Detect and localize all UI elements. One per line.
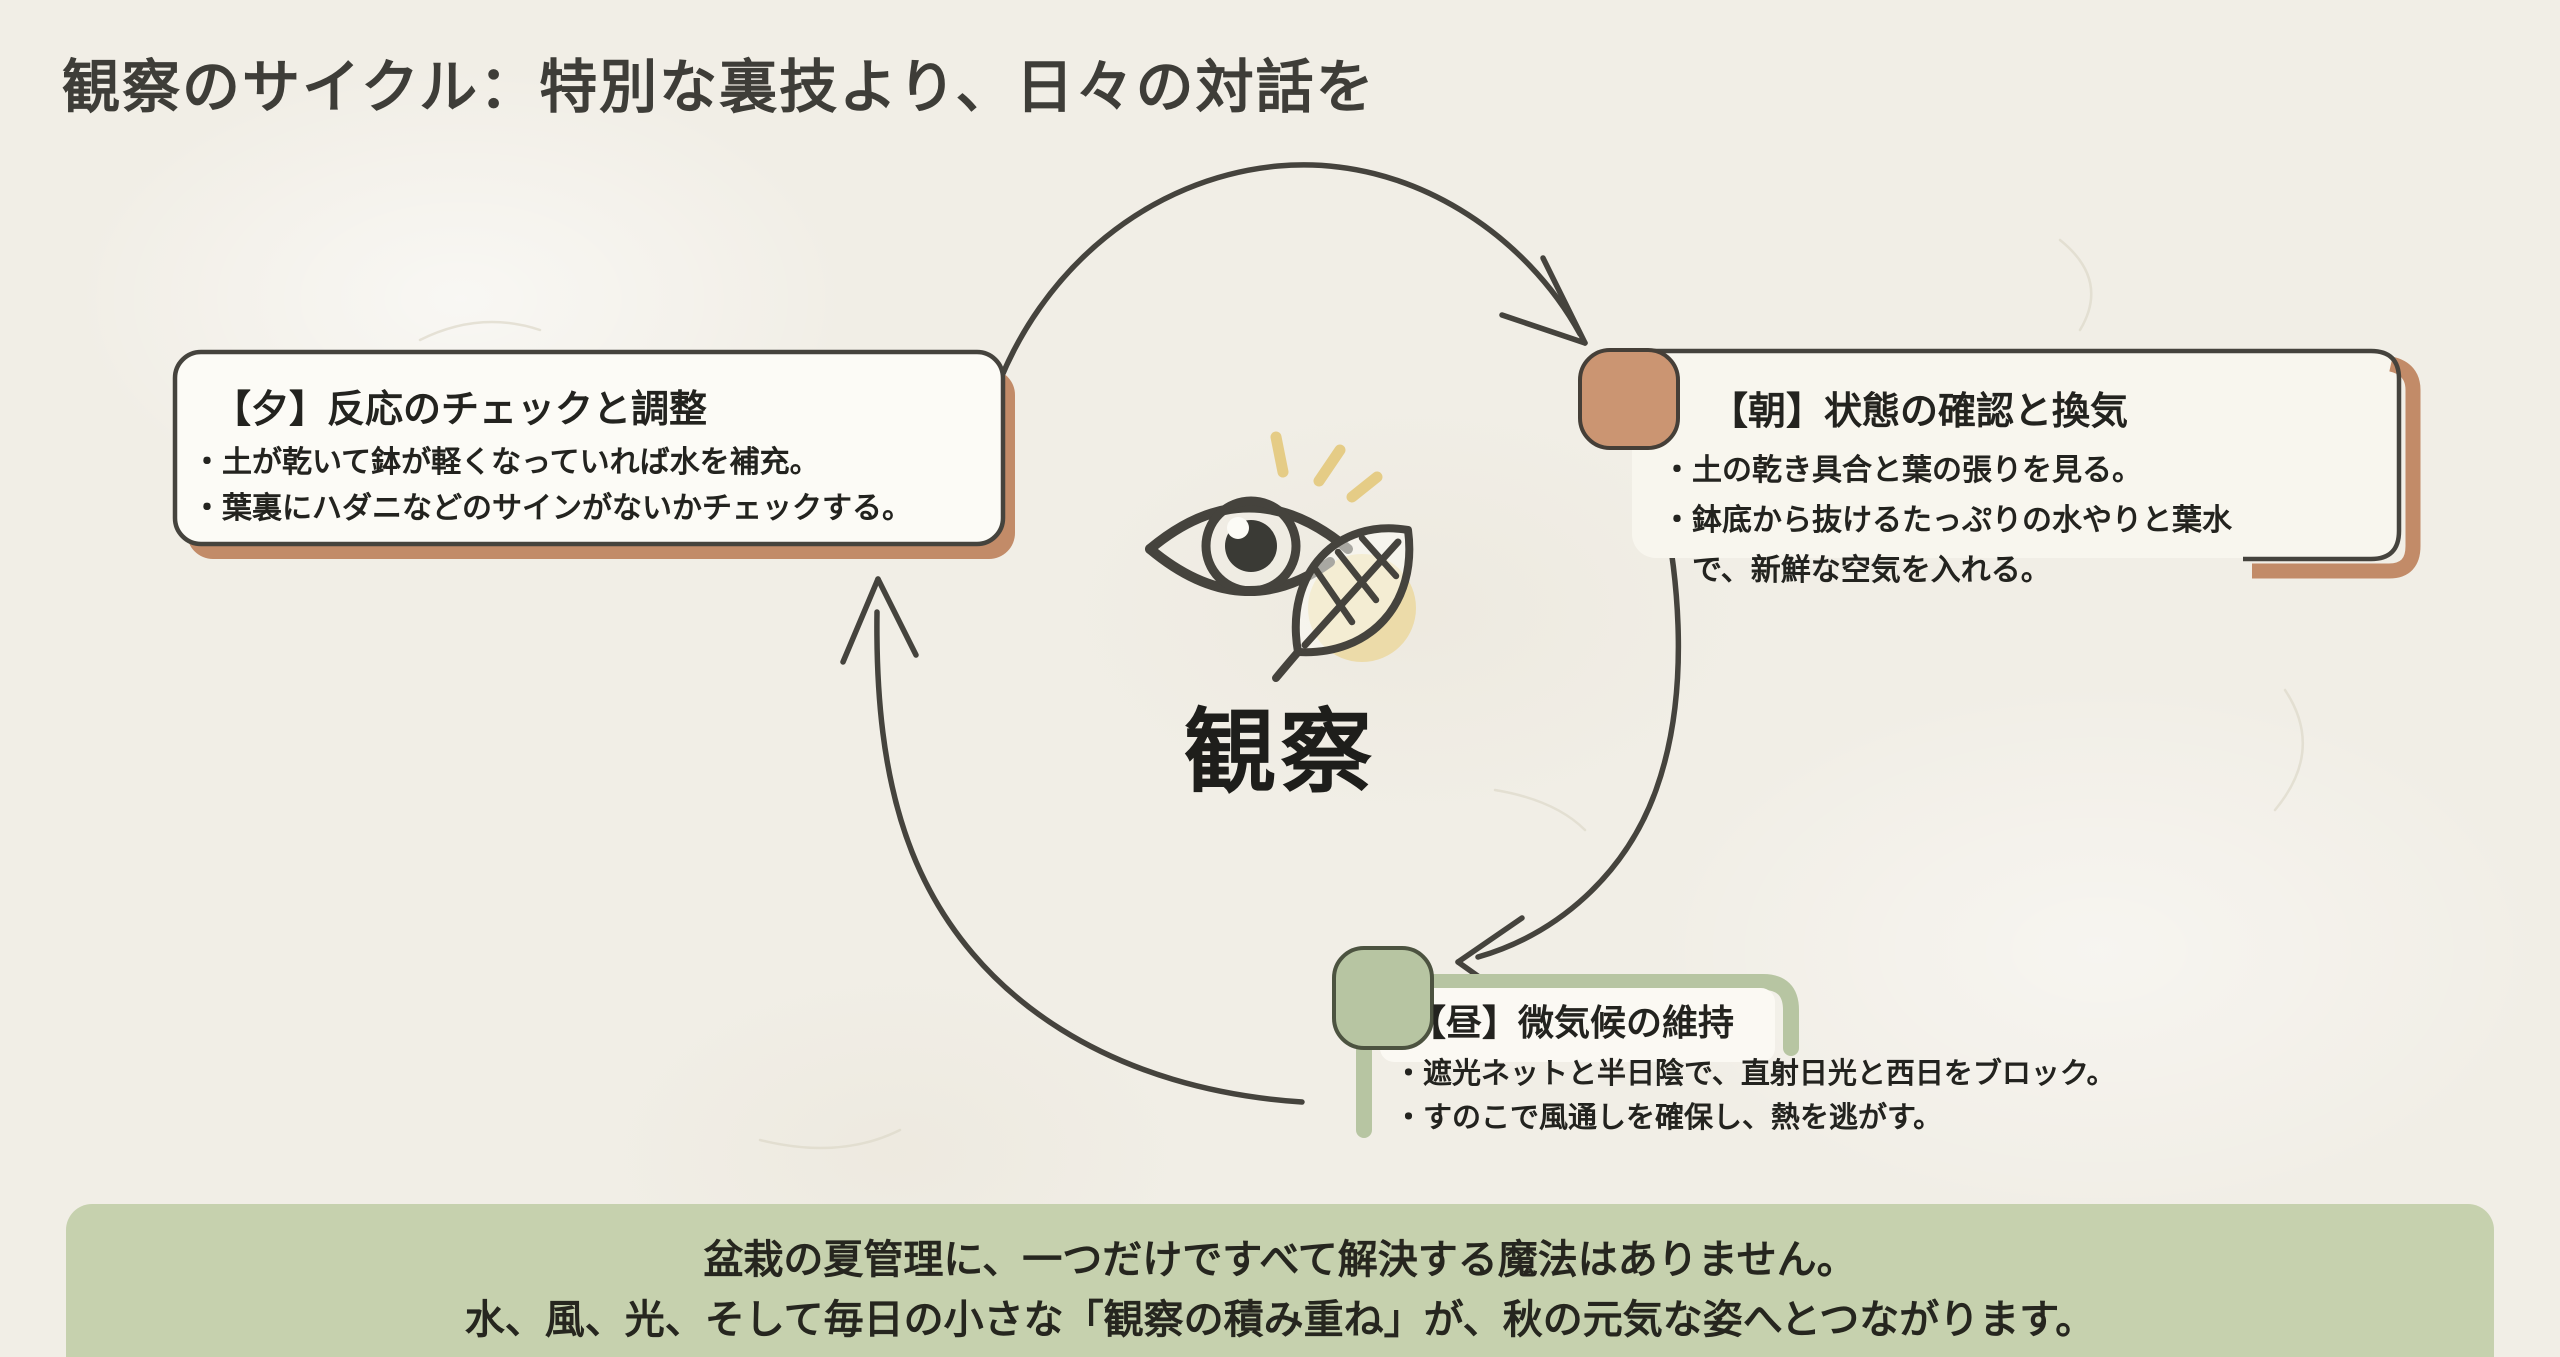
morning-bullet: ・鉢底から抜けるたっぷりの水やりと葉水で、新鮮な空気を入れる。 [1662,504,2232,587]
page-title: 観察のサイクル：特別な裏技より、日々の対話を [62,55,1376,120]
noon-bullet: ・遮光ネットと半日陰で、直射日光と西日をブロック。 [1394,1058,2116,1090]
noon-marker-square [1332,946,1434,1050]
arrow-noon-to-evening-icon [840,576,1305,1105]
arrow-evening-to-morning-icon [991,162,1588,399]
footer-line-1: 盆栽の夏管理に、一つだけですべて解決する魔法はありません。 [703,1238,1857,1282]
evening-bullets: ・土が乾いて鉢が軽くなっていれば水を補充。 ・葉裏にハダニなどのサインがないかチ… [192,440,982,532]
evening-bullet: ・葉裏にハダニなどのサインがないかチェックする。 [192,492,912,525]
footer-message: 盆栽の夏管理に、一つだけですべて解決する魔法はありません。 水、風、光、そして毎… [66,1230,2494,1350]
noon-bullet: ・すのこで風通しを確保し、熱を逃がす。 [1394,1102,1943,1134]
morning-bullets: ・土の乾き具合と葉の張りを見る。 ・鉢底から抜けるたっぷりの水やりと葉水で、新鮮… [1662,446,2287,596]
morning-heading: 【朝】状態の確認と換気 [1710,391,2129,433]
morning-card-shadow [2252,356,2421,579]
noon-heading: 【昼】微気候の維持 [1410,1002,1735,1043]
evening-bullet: ・土が乾いて鉢が軽くなっていれば水を補充。 [192,446,820,479]
morning-bullet: ・土の乾き具合と葉の張りを見る。 [1662,454,2142,487]
morning-card-frame [1631,348,2402,562]
center-label: 観察 [1183,702,1376,804]
evening-card-frame [172,349,1006,547]
evening-heading: 【夕】反応のチェックと調整 [213,389,708,431]
sparkles-icon [1270,431,1383,503]
noon-bullets: ・遮光ネットと半日陰で、直射日光と西日をブロック。 ・すのこで風通しを確保し、熱… [1394,1052,2254,1140]
footer-banner [66,1204,2494,1357]
paper-fibers [418,238,2304,1150]
morning-card-fill [1632,352,2398,558]
morning-marker-square [1578,348,1680,450]
footer-line-2: 水、風、光、そして毎日の小さな「観察の積み重ね」が、秋の元気な姿へとつながります… [464,1298,2096,1342]
leaf-icon [1272,524,1414,682]
evening-card [172,349,1015,559]
morning-card [1578,348,2421,579]
noon-card-fill [1380,988,1775,1062]
observation-icon [1145,431,1416,682]
noon-card [1332,946,1799,1138]
